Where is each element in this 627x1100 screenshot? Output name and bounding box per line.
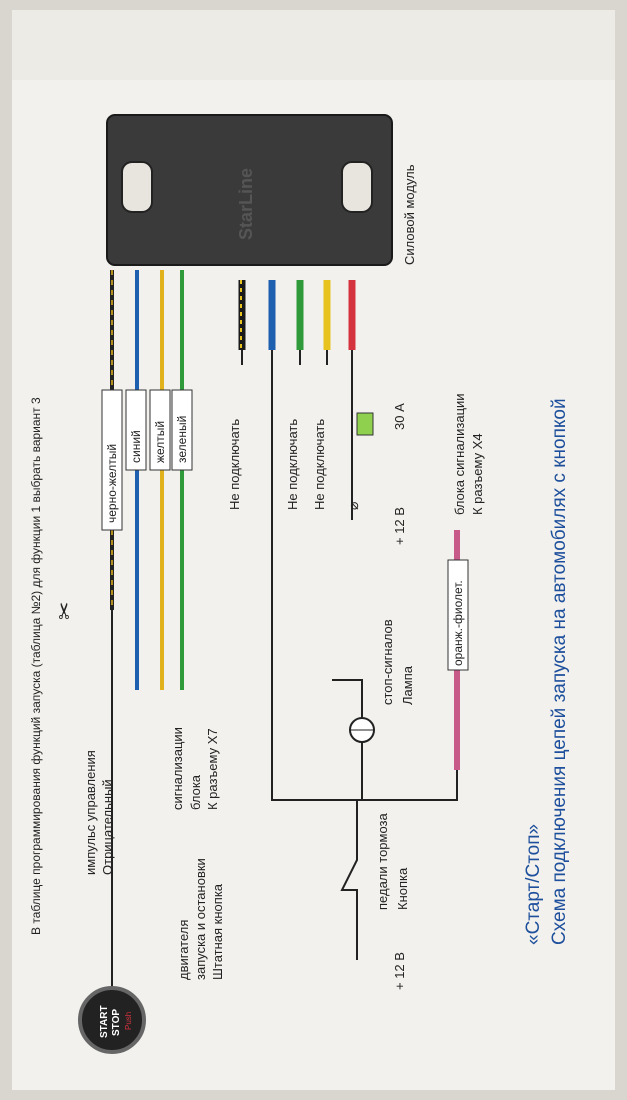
lamp-icon bbox=[349, 717, 375, 743]
lamp-label-line1: Лампа bbox=[400, 665, 415, 705]
brake-plus12: + 12 В bbox=[392, 952, 407, 990]
wire-label-black-yellow: черно-желтый bbox=[105, 444, 119, 523]
footnote: В таблице программирования функций запус… bbox=[29, 397, 43, 935]
brake-label-line2: педали тормоза bbox=[375, 812, 390, 910]
fuse-label: 30 А bbox=[392, 403, 407, 430]
fuse-icon bbox=[356, 412, 374, 436]
not-connect-green: Не подключать bbox=[285, 419, 300, 510]
module-brand: StarLine bbox=[236, 168, 256, 240]
x7-label-line2: блока bbox=[188, 774, 203, 810]
title-line2: «Старт/Стоп» bbox=[523, 824, 544, 945]
brake-label-line1: Кнопка bbox=[395, 867, 410, 910]
wire-label-green: зеленый bbox=[175, 416, 189, 463]
x4-wire-label-box bbox=[447, 559, 469, 671]
module-wires bbox=[238, 280, 356, 350]
start-label-line2: запуска и остановки bbox=[193, 858, 208, 980]
page: Схема подключения цепей запуска на автом… bbox=[12, 10, 615, 1090]
x4-wire-label: оранж.-фиолет. bbox=[451, 580, 465, 666]
wire-label-blue: синий bbox=[129, 430, 143, 463]
wiring-diagram: Схема подключения цепей запуска на автом… bbox=[29, 114, 570, 1054]
module-label: Силовой модуль bbox=[402, 164, 417, 265]
lamp-label-line2: стоп-сигналов bbox=[380, 619, 395, 705]
not-connect-black: Не подключать bbox=[227, 419, 242, 510]
start-label-line3: двигателя bbox=[176, 920, 191, 980]
title-line1: Схема подключения цепей запуска на автом… bbox=[549, 398, 570, 945]
power-module: StarLine bbox=[106, 114, 393, 266]
wire-label-yellow: желтый bbox=[153, 421, 167, 463]
brake-switch-icon bbox=[340, 800, 358, 960]
impulse-line2: импульс управления bbox=[83, 750, 98, 875]
x7-label-line1: К разъему X7 bbox=[205, 728, 220, 810]
plus12-label: + 12 В bbox=[392, 507, 407, 545]
ground-symbol: ⌀ bbox=[345, 502, 361, 510]
start-face-line2: STOP bbox=[111, 1009, 122, 1036]
x4-label-line1: К разъему X4 bbox=[470, 433, 485, 515]
x4-label-line2: блока сигнализации bbox=[452, 393, 467, 515]
start-stop-button-icon: START STOP Push bbox=[78, 986, 146, 1054]
not-connect-yellow: Не подключать bbox=[312, 419, 327, 510]
start-label-line1: Штатная кнопка bbox=[210, 883, 225, 980]
start-face-line3: Push bbox=[124, 1012, 133, 1030]
scissors-icon: ✂ bbox=[52, 602, 77, 620]
start-face-line1: START bbox=[99, 1005, 110, 1038]
x7-label-line3: сигнализации bbox=[170, 727, 185, 810]
